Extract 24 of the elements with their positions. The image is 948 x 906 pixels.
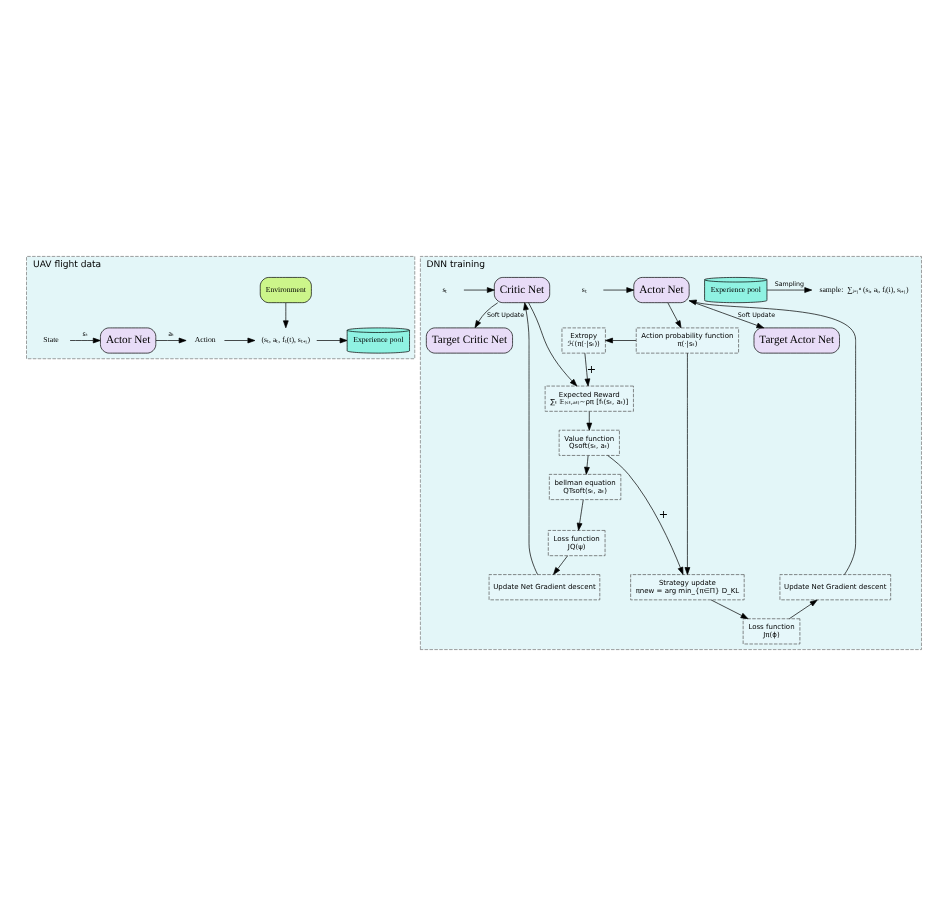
arrow — [283, 302, 289, 329]
arrow — [224, 337, 256, 344]
arrow — [69, 337, 101, 344]
arrow — [603, 287, 635, 293]
arrow — [789, 599, 818, 619]
arrow — [584, 352, 591, 387]
arrow — [523, 302, 538, 575]
arrow — [766, 287, 813, 293]
arrow — [155, 337, 187, 344]
arrow — [684, 352, 691, 575]
arrow — [667, 302, 682, 329]
arrow — [576, 499, 584, 531]
arrow — [474, 302, 499, 329]
arrow — [710, 599, 749, 620]
arrow — [607, 455, 684, 575]
arrow — [688, 300, 765, 329]
arrow — [463, 287, 495, 293]
arrow — [584, 455, 590, 475]
arrow — [316, 337, 348, 344]
arrow — [605, 337, 637, 344]
arrow — [553, 555, 568, 575]
arrow — [688, 299, 856, 575]
arrow — [586, 411, 593, 431]
arrow — [528, 302, 578, 387]
